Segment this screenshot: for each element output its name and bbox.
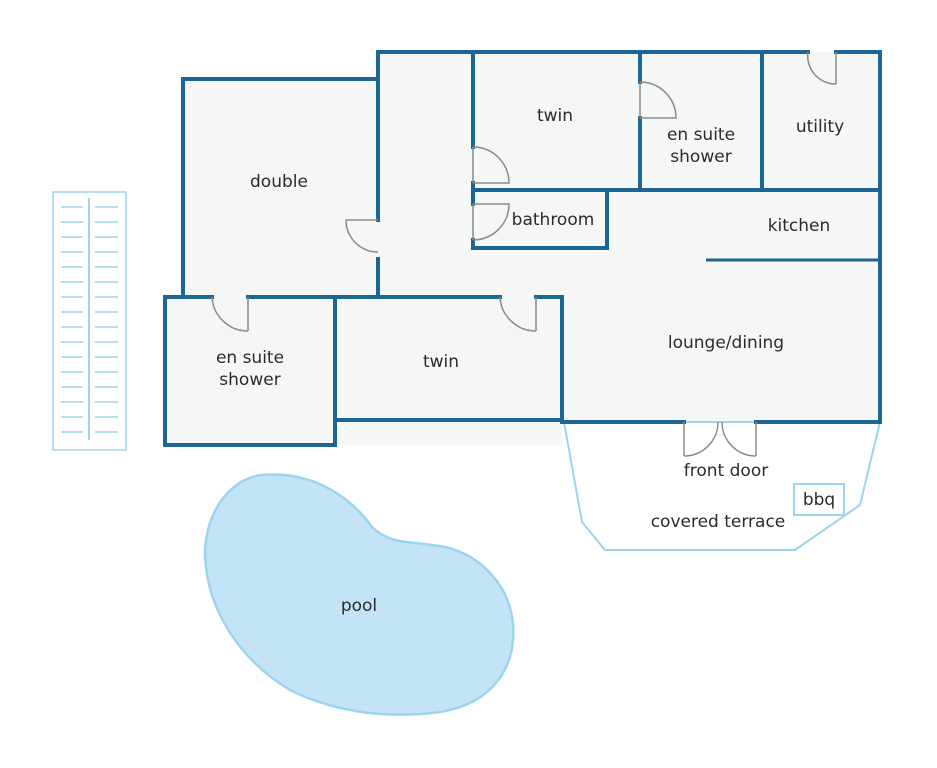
door-utility: [806, 51, 837, 85]
door-twin-lower: [499, 296, 537, 332]
door-double: [345, 219, 379, 253]
label-pool: pool: [341, 596, 377, 616]
walls: [163, 50, 882, 447]
bbq-box: [793, 483, 845, 516]
door-twin-upper: [472, 146, 510, 184]
label-bbq: bbq: [803, 490, 835, 510]
label-kitchen: kitchen: [768, 216, 831, 236]
label-en-suite-lower-line1: en suite: [216, 348, 284, 368]
label-bathroom: bathroom: [512, 210, 595, 230]
floor-area: [165, 52, 880, 445]
room-labels: double twin en suite shower utility bath…: [216, 106, 844, 616]
door-bathroom: [472, 203, 510, 241]
label-en-suite-upper-line1: en suite: [667, 125, 735, 145]
door-en-suite-upper: [639, 81, 677, 119]
label-double: double: [250, 172, 308, 192]
label-en-suite-upper-line2: shower: [670, 147, 731, 167]
door-swings: [211, 51, 837, 457]
front-door-swing: [683, 421, 757, 457]
label-front-door: front door: [684, 461, 768, 481]
label-twin-lower: twin: [423, 352, 459, 372]
label-twin-upper: twin: [537, 106, 573, 126]
label-lounge-dining: lounge/dining: [668, 333, 784, 353]
label-utility: utility: [796, 117, 844, 137]
label-en-suite-lower-line2: shower: [219, 370, 280, 390]
sun-loungers: [52, 191, 127, 451]
label-covered-terrace: covered terrace: [651, 512, 786, 532]
door-en-suite-lower: [211, 296, 249, 332]
pool: [203, 473, 515, 716]
